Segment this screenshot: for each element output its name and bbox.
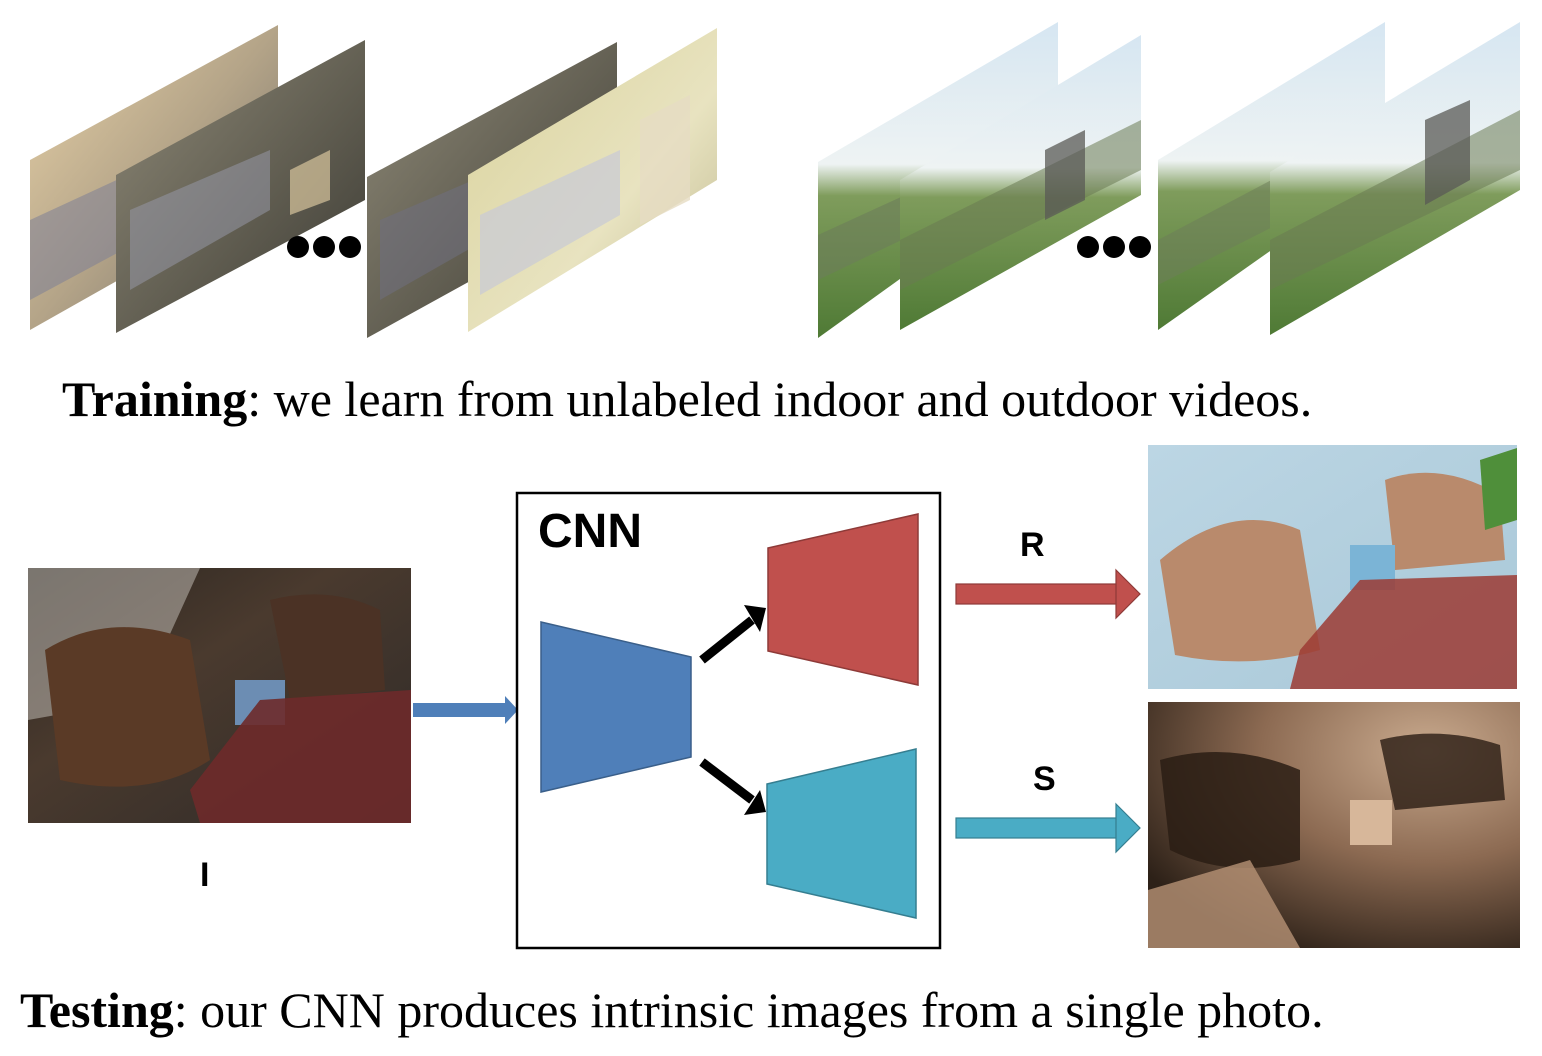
input-arrow-head	[505, 696, 518, 724]
reflectance-output-image	[1148, 445, 1517, 689]
shading-output-arrow	[955, 802, 1141, 854]
training-caption-text: : we learn from unlabeled indoor and out…	[247, 371, 1313, 427]
shading-decoder-block	[766, 748, 917, 919]
training-caption-bold: Training	[62, 371, 248, 427]
input-arrow-shaft	[413, 703, 505, 717]
testing-caption-bold: Testing	[20, 982, 174, 1038]
ellipsis-dot	[1103, 236, 1125, 258]
shading-label: S	[1033, 760, 1056, 798]
input-photo	[28, 568, 411, 823]
cnn-label: CNN	[538, 505, 642, 558]
ellipsis-dot	[287, 236, 309, 258]
ellipsis-dot	[313, 236, 335, 258]
ellipsis-dot	[339, 236, 361, 258]
encoder-to-shading-arrow	[699, 758, 766, 815]
ellipsis-dot	[1077, 236, 1099, 258]
reflectance-output-arrow	[955, 568, 1141, 620]
training-caption: Training: we learn from unlabeled indoor…	[62, 374, 1312, 424]
outdoor-video-frames	[818, 22, 1520, 338]
testing-caption-text: : our CNN produces intrinsic images from…	[173, 982, 1324, 1038]
input-to-cnn-arrow	[413, 696, 518, 724]
shading-output-image	[1148, 702, 1520, 948]
encoder-block	[540, 621, 692, 793]
testing-caption: Testing: our CNN produces intrinsic imag…	[20, 985, 1324, 1035]
encoder-to-reflectance-arrow	[699, 605, 766, 664]
input-label: I	[200, 856, 210, 894]
indoor-video-frames	[30, 25, 717, 338]
reflectance-decoder-block	[767, 513, 919, 686]
reflectance-label: R	[1020, 526, 1045, 564]
ellipsis-dot	[1129, 236, 1151, 258]
cnn-box	[515, 491, 942, 950]
